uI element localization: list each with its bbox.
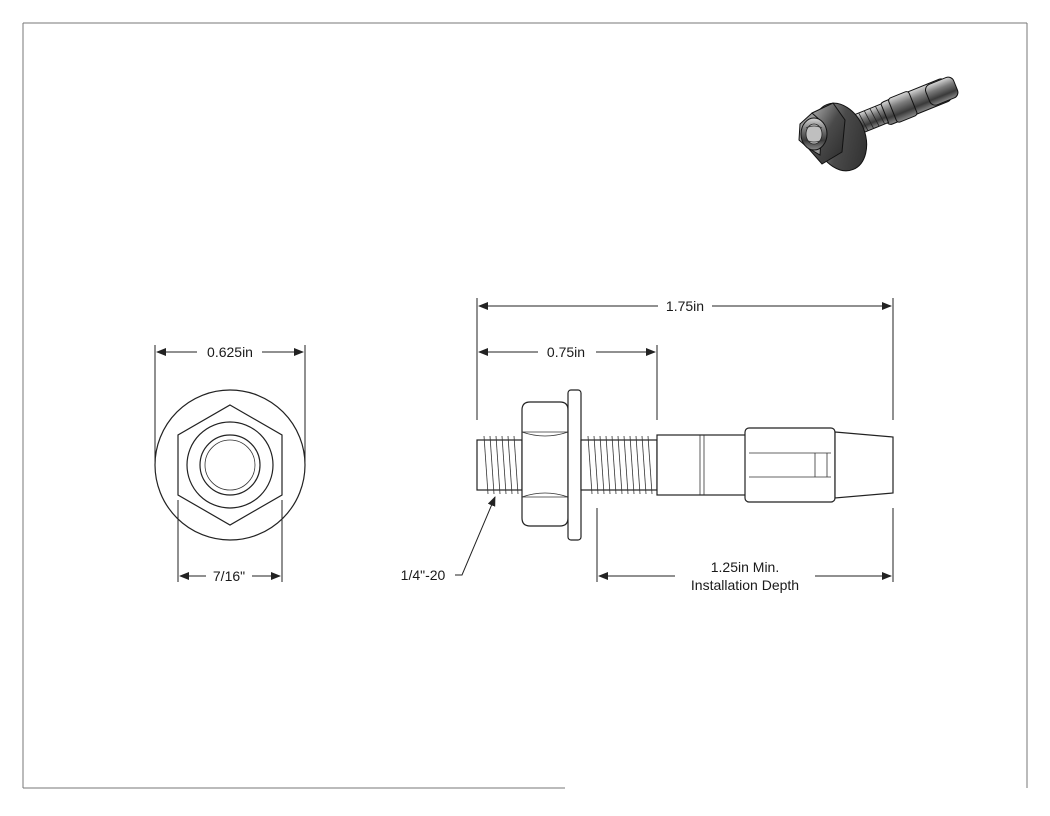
install-depth-dimension xyxy=(596,508,894,582)
thread-spec-label: 1/4"-20 xyxy=(401,567,446,583)
sheet-border xyxy=(22,22,1028,789)
right-threads xyxy=(587,435,653,495)
overall-length-dimension xyxy=(476,298,894,420)
overall-length-label: 1.75in xyxy=(666,298,704,314)
side-view xyxy=(476,389,894,541)
end-view xyxy=(154,389,306,541)
install-depth-label-line1: 1.25in Min. xyxy=(711,559,779,575)
thread-length-dimension xyxy=(478,345,658,420)
hex-size-label: 7/16" xyxy=(213,568,245,584)
thread-callout-leader xyxy=(455,496,496,576)
flange-diameter-label: 0.625in xyxy=(207,344,253,360)
install-depth-label-line2: Installation Depth xyxy=(691,577,799,593)
isometric-anchor-image xyxy=(798,76,959,172)
flange-diameter-dimension xyxy=(154,345,306,462)
hex-size-dimension xyxy=(177,500,283,582)
left-threads xyxy=(483,435,519,495)
thread-length-label: 0.75in xyxy=(547,344,585,360)
